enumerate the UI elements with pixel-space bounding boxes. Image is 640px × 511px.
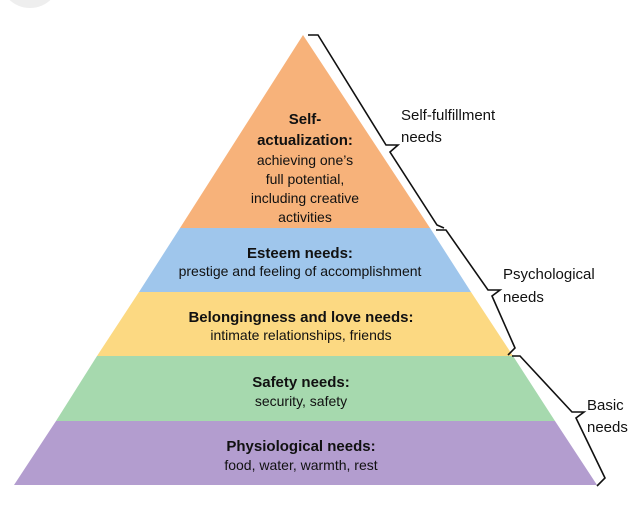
band-safety bbox=[56, 356, 555, 421]
bracket-basic bbox=[512, 355, 606, 487]
belonging-title: Belongingness and love needs: bbox=[188, 309, 413, 326]
group-label-psychological-1: Psychological bbox=[503, 266, 595, 283]
self-actualization-desc-4: activities bbox=[278, 209, 332, 225]
group-label-basic-1: Basic bbox=[587, 397, 624, 414]
physiological-title: Physiological needs: bbox=[226, 438, 375, 455]
safety-desc: security, safety bbox=[255, 393, 347, 409]
band-belonging bbox=[97, 292, 513, 356]
self-actualization-title-1: Self- bbox=[289, 111, 322, 128]
self-actualization-desc-2: full potential, bbox=[266, 171, 345, 187]
physiological-desc: food, water, warmth, rest bbox=[224, 457, 377, 473]
esteem-title: Esteem needs: bbox=[247, 245, 353, 262]
band-physiological bbox=[14, 421, 597, 485]
partial-circle-decoration bbox=[9, 0, 51, 8]
bracket-self-fulfillment bbox=[308, 34, 445, 229]
self-actualization-title-2: actualization: bbox=[257, 132, 353, 149]
band-esteem bbox=[139, 228, 471, 292]
self-actualization-desc-3: including creative bbox=[251, 190, 359, 206]
bracket-psychological bbox=[436, 229, 516, 356]
group-label-psychological-2: needs bbox=[503, 289, 544, 306]
safety-title: Safety needs: bbox=[252, 374, 350, 391]
group-label-self-fulfillment-2: needs bbox=[401, 129, 442, 146]
group-label-basic-2: needs bbox=[587, 419, 628, 436]
esteem-desc: prestige and feeling of accomplishment bbox=[179, 263, 422, 279]
self-actualization-desc-1: achieving one’s bbox=[257, 152, 353, 168]
band-self-actualization bbox=[180, 35, 430, 228]
belonging-desc: intimate relationships, friends bbox=[210, 327, 391, 343]
group-label-self-fulfillment-1: Self-fulfillment bbox=[401, 107, 496, 124]
